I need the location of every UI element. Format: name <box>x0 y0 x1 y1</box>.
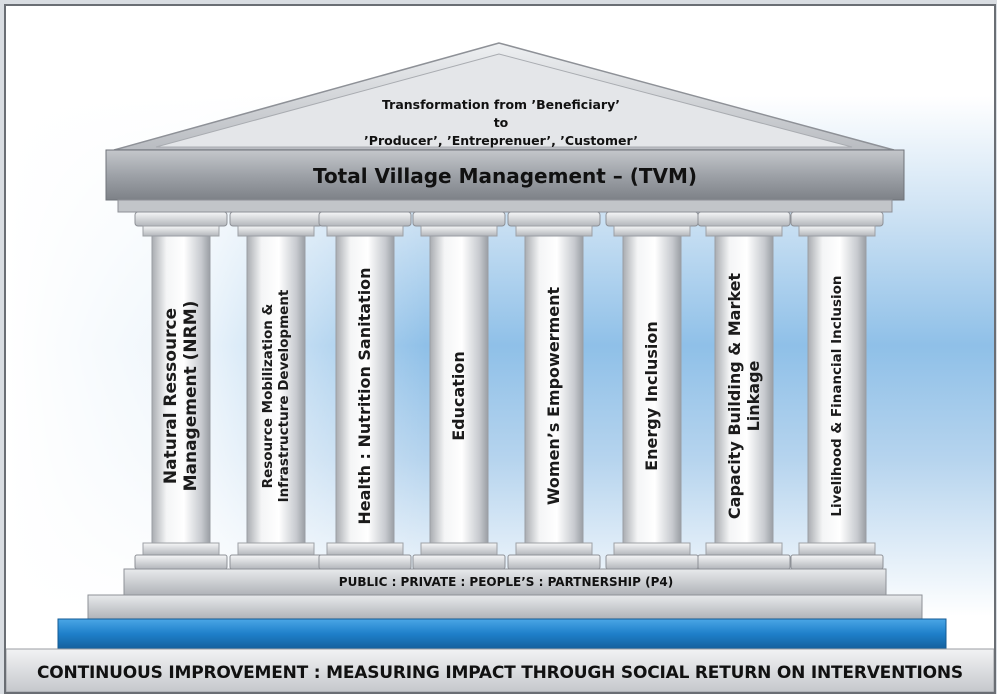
column-base-upper-7 <box>798 542 876 556</box>
column-base-upper-2 <box>326 542 404 556</box>
column-base-4 <box>507 554 601 570</box>
pillar-label-capacity-building: Capacity Building & Market Linkage <box>724 272 763 520</box>
column-capital-neck-4 <box>515 225 593 237</box>
pillar-label-education: Education <box>449 351 469 441</box>
column-capital-neck-2 <box>326 225 404 237</box>
pillar-label-womens-empowerment: Women’s Empowerment <box>544 286 564 506</box>
column-base-upper-6 <box>705 542 783 556</box>
step-blue <box>57 618 947 650</box>
column-capital-2 <box>318 211 412 227</box>
columns-group <box>134 211 884 570</box>
partnership-label: PUBLIC : PRIVATE : PEOPLE’S : PARTNERSHI… <box>338 575 674 589</box>
column-base-upper-3 <box>420 542 498 556</box>
pillar-label-livelihood: Livelihood & Financial Inclusion <box>828 275 845 517</box>
foundation-slab <box>6 648 994 692</box>
column-capital-neck-3 <box>420 225 498 237</box>
step-upper <box>123 568 887 596</box>
column-base-7 <box>790 554 884 570</box>
column-shaft-7 <box>807 235 867 544</box>
column-capital-3 <box>412 211 506 227</box>
column-shaft-5 <box>622 235 682 544</box>
column-capital-1 <box>229 211 323 227</box>
column-capital-6 <box>697 211 791 227</box>
tvm-title: Total Village Management – (TVM) <box>312 164 698 188</box>
architrave <box>117 199 893 213</box>
column-capital-0 <box>134 211 228 227</box>
roof-inner <box>155 53 853 148</box>
roof-line-1: Transformation from ’Beneficiary’ <box>382 97 620 112</box>
roof-line-3: ’Producer’, ’Entreprenuer’, ’Customer’ <box>364 133 638 148</box>
roof-line-2: to <box>493 115 509 130</box>
pillar-label-energy-inclusion: Energy Inclusion <box>642 321 662 471</box>
column-base-upper-4 <box>515 542 593 556</box>
column-base-0 <box>134 554 228 570</box>
column-base-upper-1 <box>237 542 315 556</box>
column-shaft-3 <box>429 235 489 544</box>
column-capital-neck-1 <box>237 225 315 237</box>
column-base-3 <box>412 554 506 570</box>
column-capital-neck-7 <box>798 225 876 237</box>
column-base-1 <box>229 554 323 570</box>
column-base-upper-5 <box>613 542 691 556</box>
pillar-label-resource-mobilization: Resource Mobilization & Infrastructure D… <box>259 289 292 503</box>
step-middle <box>87 594 923 620</box>
column-shaft-6 <box>714 235 774 544</box>
temple-illustration <box>6 42 994 692</box>
column-base-2 <box>318 554 412 570</box>
column-base-upper-0 <box>142 542 220 556</box>
column-shaft-2 <box>335 235 395 544</box>
entablature-beam <box>105 149 905 201</box>
column-shaft-1 <box>246 235 306 544</box>
temple-diagram: Transformation from ’Beneficiary’ to ’Pr… <box>4 4 996 694</box>
column-base-6 <box>697 554 791 570</box>
column-capital-4 <box>507 211 601 227</box>
column-capital-5 <box>605 211 699 227</box>
column-capital-neck-0 <box>142 225 220 237</box>
pillar-label-nrm: Natural Ressource Management (NRM) <box>160 300 201 492</box>
column-base-5 <box>605 554 699 570</box>
column-shaft-4 <box>524 235 584 544</box>
column-capital-neck-6 <box>705 225 783 237</box>
foundation-label: CONTINUOUS IMPROVEMENT : MEASURING IMPAC… <box>37 663 963 683</box>
column-capital-neck-5 <box>613 225 691 237</box>
pillar-label-health: Health : Nutrition Sanitation <box>355 267 375 525</box>
column-capital-7 <box>790 211 884 227</box>
